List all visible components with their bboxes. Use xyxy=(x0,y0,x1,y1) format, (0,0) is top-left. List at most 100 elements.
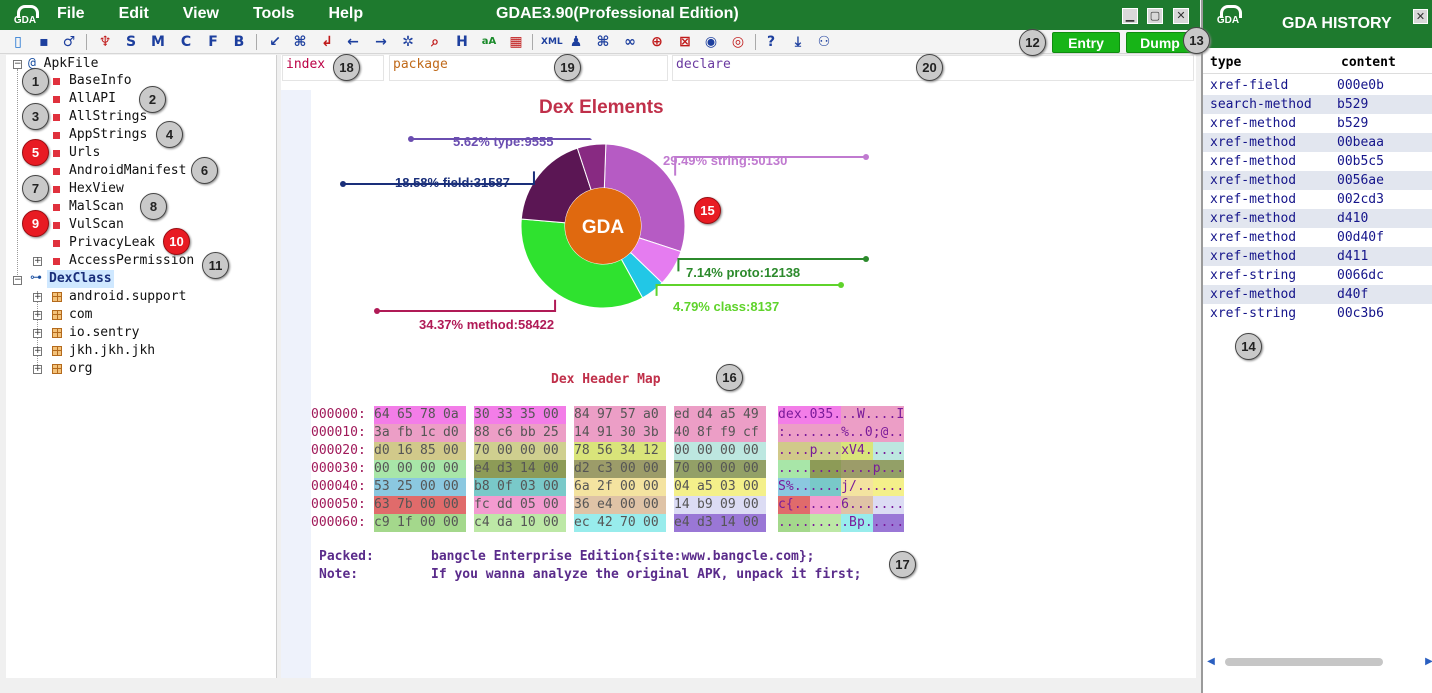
forward-arrow-icon[interactable]: → xyxy=(375,34,387,50)
link-icon[interactable]: ∞ xyxy=(624,34,636,50)
toolbar-s-button[interactable]: S xyxy=(125,34,137,50)
collapse-apkfile-icon[interactable]: − xyxy=(13,59,22,69)
close-button[interactable]: ✕ xyxy=(1173,8,1189,24)
help-icon[interactable]: ? xyxy=(766,34,776,50)
tree-item-appstrings[interactable]: AppStrings xyxy=(69,127,148,142)
tree-package-com[interactable]: com xyxy=(69,307,93,322)
globe-grid-icon[interactable]: ⊕ xyxy=(651,34,663,50)
menu-view[interactable]: View xyxy=(182,5,219,22)
history-close-button[interactable]: ✕ xyxy=(1413,9,1428,24)
expand-package-icon[interactable]: + xyxy=(33,292,42,302)
key-icon[interactable]: ♂ xyxy=(62,34,76,50)
text-a-icon[interactable]: aA xyxy=(481,36,497,47)
tree-item-allstrings[interactable]: AllStrings xyxy=(69,109,148,124)
collapse-dexclass-icon[interactable]: − xyxy=(13,275,22,285)
tree-item-vulscan[interactable]: VulScan xyxy=(69,217,124,232)
tree-root-apkfile[interactable]: @ ApkFile xyxy=(28,55,98,73)
package-search-input[interactable]: package xyxy=(389,55,668,81)
menu-help[interactable]: Help xyxy=(328,5,364,22)
tree-item-accesspermission[interactable]: AccessPermission xyxy=(69,253,195,268)
tree-item-urls[interactable]: Urls xyxy=(69,145,101,160)
tree-package-io-sentry[interactable]: io.sentry xyxy=(69,325,140,340)
back-arrow-icon[interactable]: ← xyxy=(347,34,359,50)
xref-icon[interactable]: ⌘ xyxy=(293,34,307,50)
arrow-down-left-icon[interactable]: ↙ xyxy=(269,34,281,50)
toolbar-b-button[interactable]: B xyxy=(233,34,245,50)
tree-item-hexview[interactable]: HexView xyxy=(69,181,124,196)
tree-package-org[interactable]: org xyxy=(69,361,93,376)
column-content[interactable]: content xyxy=(1341,55,1396,70)
open-book-icon[interactable]: ▯ xyxy=(14,34,22,50)
expand-accesspermission-icon[interactable]: + xyxy=(33,256,42,266)
menu-edit[interactable]: Edit xyxy=(118,5,149,22)
toolbar-f-button[interactable]: F xyxy=(208,34,218,50)
users-icon[interactable]: ⚇ xyxy=(817,34,831,50)
save-icon[interactable]: ▪ xyxy=(39,34,49,50)
grid-color-icon[interactable]: ▦ xyxy=(509,34,523,50)
toolbar-c-button[interactable]: C xyxy=(180,34,192,50)
header-icon[interactable]: H xyxy=(456,34,468,50)
scroll-left-icon[interactable]: ◀ xyxy=(1207,656,1215,667)
tree-item-malscan[interactable]: MalScan xyxy=(69,199,124,214)
tree-package-android-support[interactable]: android.support xyxy=(69,289,187,304)
hex-ascii-char: . xyxy=(817,424,826,442)
expand-package-icon[interactable]: + xyxy=(33,364,42,374)
history-scrollbar[interactable]: ◀ ▶ xyxy=(1203,654,1432,670)
scroll-right-icon[interactable]: ▶ xyxy=(1425,656,1432,667)
horizontal-scrollbar[interactable] xyxy=(281,678,1196,693)
minimize-button[interactable]: ▁ xyxy=(1122,8,1138,24)
eye-icon[interactable]: ◉ xyxy=(704,34,718,50)
hex-byte: 00 xyxy=(643,478,666,496)
android-bug-icon[interactable]: ✲ xyxy=(402,34,414,50)
entry-button[interactable]: Entry xyxy=(1052,32,1120,53)
toolbar-m-button[interactable]: M xyxy=(151,34,165,50)
hex-address: 000040: xyxy=(311,479,366,494)
expand-package-icon[interactable]: + xyxy=(33,328,42,338)
expand-package-icon[interactable]: + xyxy=(33,346,42,356)
tree-package-jkh[interactable]: jkh.jkh.jkh xyxy=(69,343,156,358)
target-icon[interactable]: ◎ xyxy=(731,34,745,50)
location-pin-icon[interactable]: ♆ xyxy=(98,34,112,50)
menu-tools[interactable]: Tools xyxy=(252,5,295,22)
history-type: search-method xyxy=(1210,97,1312,112)
expand-package-icon[interactable]: + xyxy=(33,310,42,320)
tree-item-privacyleak[interactable]: PrivacyLeak xyxy=(69,235,156,250)
tree-item-baseinfo[interactable]: BaseInfo xyxy=(69,73,132,88)
search-doc-icon[interactable]: ⌕ xyxy=(431,34,439,50)
hex-byte: 85 xyxy=(420,442,443,460)
download-icon[interactable]: ⤓ xyxy=(794,34,802,50)
command-icon[interactable]: ⌘ xyxy=(596,34,610,50)
column-type[interactable]: type xyxy=(1210,55,1242,70)
tree-root-dexclass[interactable]: DexClass xyxy=(47,270,114,288)
picture-icon[interactable]: ⊠ xyxy=(679,34,691,50)
scroll-thumb[interactable] xyxy=(1225,658,1383,666)
xml-icon[interactable]: XML xyxy=(541,37,563,47)
menu-file[interactable]: File xyxy=(57,5,85,22)
tree-item-androidmanifest[interactable]: AndroidManifest xyxy=(69,163,187,178)
android-icon[interactable]: ♟ xyxy=(569,34,583,50)
return-icon[interactable]: ↲ xyxy=(321,34,333,50)
maximize-button[interactable]: ▢ xyxy=(1147,8,1163,24)
hex-ascii-char: . xyxy=(833,424,842,442)
tree-item-allapi[interactable]: AllAPI xyxy=(69,91,116,106)
